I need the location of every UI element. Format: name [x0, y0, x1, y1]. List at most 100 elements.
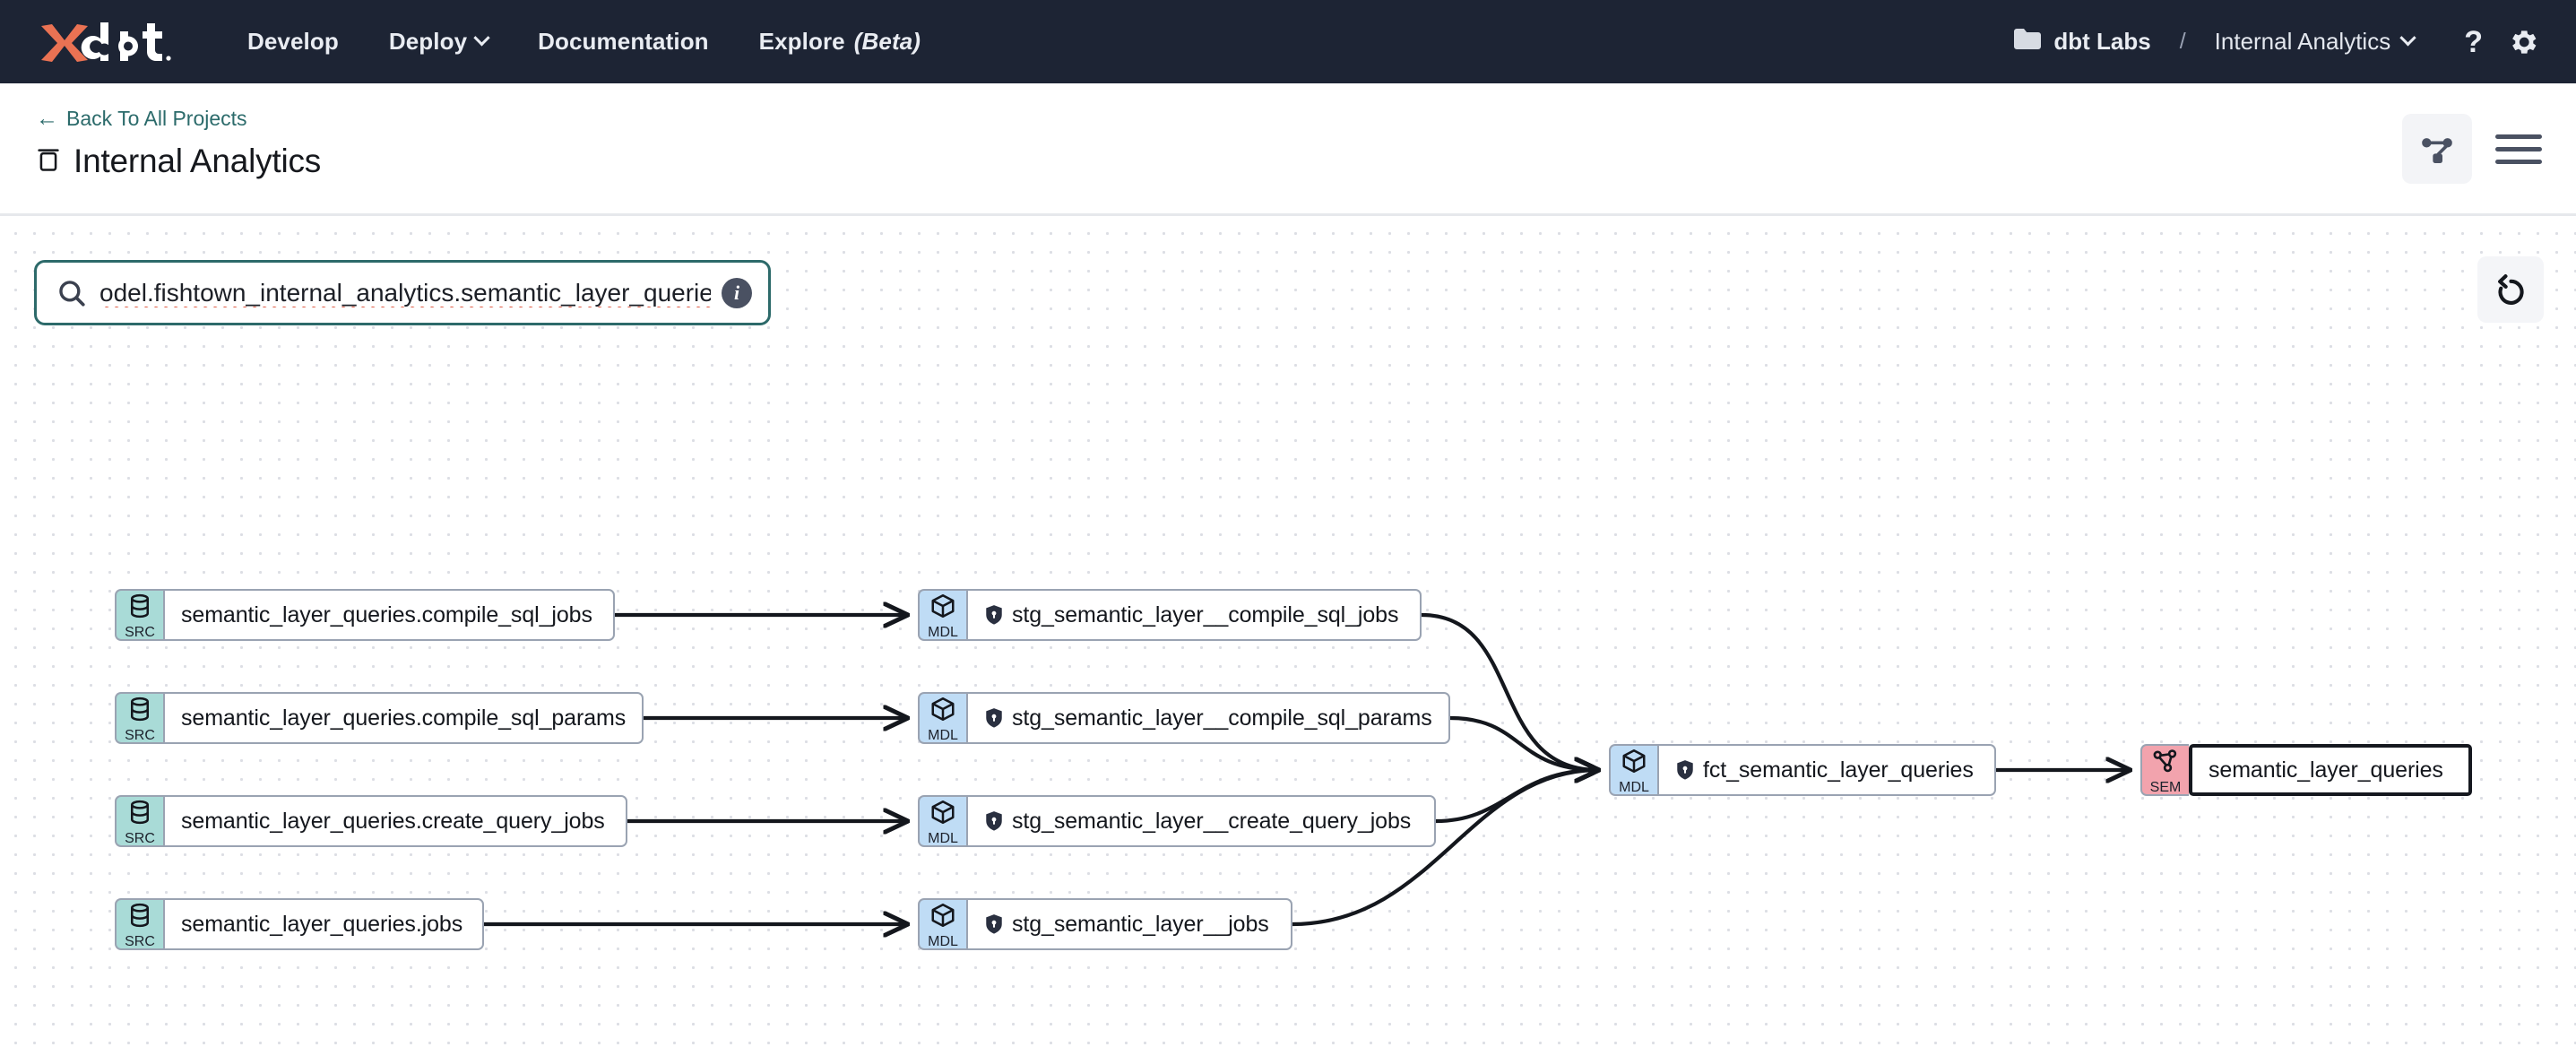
node-type-badge-src: SRC: [115, 898, 163, 950]
cube-icon: [929, 799, 956, 830]
database-cylinder-icon: [126, 696, 153, 727]
lineage-node-src2[interactable]: SRC semantic_layer_queries.compile_sql_pa…: [115, 692, 644, 744]
nav-link-develop[interactable]: Develop: [247, 28, 339, 56]
chevron-down-icon: [473, 30, 490, 47]
nav-link-explore-beta: (Beta): [853, 28, 921, 55]
primary-nav: Develop Deploy Documentation Explore (Be…: [247, 28, 921, 56]
node-label: fct_semantic_layer_queries: [1703, 757, 1974, 783]
gear-icon[interactable]: [2506, 25, 2540, 59]
node-type-badge-mdl: MDL: [918, 589, 966, 641]
lineage-node-mdl2[interactable]: MDL stg_semantic_layer__compile_sql_param…: [918, 692, 1450, 744]
node-type-badge-mdl: MDL: [918, 898, 966, 950]
node-body[interactable]: stg_semantic_layer__compile_sql_params: [966, 692, 1450, 744]
cube-icon: [1621, 748, 1647, 779]
node-label: stg_semantic_layer__compile_sql_jobs: [1012, 601, 1399, 627]
cube-icon: [929, 902, 956, 933]
cube-icon: [929, 593, 956, 624]
menu-bar: [2495, 134, 2542, 139]
arrow-left-icon: ←: [36, 106, 58, 131]
node-body[interactable]: fct_semantic_layer_queries: [1657, 744, 1996, 796]
hamburger-menu-icon[interactable]: [2495, 114, 2546, 184]
back-to-all-projects-link[interactable]: ← Back To All Projects: [36, 107, 247, 131]
node-type-label: MDL: [928, 728, 958, 743]
node-type-label: MDL: [928, 831, 958, 846]
node-body[interactable]: semantic_layer_queries.create_query_jobs: [163, 795, 627, 847]
node-type-badge-src: SRC: [115, 589, 163, 641]
nav-right-group: dbt Labs / Internal Analytics ?: [2013, 25, 2540, 59]
database-cylinder-icon: [126, 902, 153, 933]
node-type-badge-mdl: MDL: [918, 795, 966, 847]
lineage-node-mdl3[interactable]: MDL stg_semantic_layer__create_query_jobs: [918, 795, 1436, 847]
nav-link-documentation-label: Documentation: [538, 28, 709, 55]
node-label: semantic_layer_queries.compile_sql_param…: [181, 705, 627, 731]
dbt-logo-icon[interactable]: [38, 21, 192, 64]
header-actions: [2402, 114, 2546, 184]
reset-view-button[interactable]: [2477, 256, 2544, 323]
search-input-value[interactable]: odel.fishtown_internal_analytics.semanti…: [99, 278, 711, 307]
node-body[interactable]: semantic_layer_queries.jobs: [163, 898, 484, 950]
node-body[interactable]: stg_semantic_layer__compile_sql_jobs: [966, 589, 1422, 641]
folder-icon: [2013, 28, 2042, 56]
lineage-node-fct[interactable]: MDL fct_semantic_layer_queries: [1609, 744, 1996, 796]
node-label: stg_semantic_layer__compile_sql_params: [1012, 705, 1432, 731]
org-name: dbt Labs: [2053, 28, 2151, 55]
lineage-edges: [484, 219, 2576, 1047]
node-type-label: SRC: [125, 831, 155, 846]
project-name: Internal Analytics: [2214, 28, 2391, 55]
breadcrumb-separator: /: [2179, 29, 2186, 54]
node-type-label: SRC: [125, 728, 155, 743]
page-header: ← Back To All Projects Internal Analytic…: [0, 83, 2576, 216]
node-body[interactable]: stg_semantic_layer__create_query_jobs: [966, 795, 1436, 847]
shield-lock-icon: [984, 604, 1004, 626]
project-selector[interactable]: Internal Analytics: [2214, 28, 2416, 56]
lineage-node-src3[interactable]: SRC semantic_layer_queries.create_query_j…: [115, 795, 627, 847]
node-body[interactable]: semantic_layer_queries: [2189, 744, 2472, 796]
lineage-node-mdl1[interactable]: MDL stg_semantic_layer__compile_sql_jobs: [918, 589, 1422, 641]
nav-link-deploy[interactable]: Deploy: [388, 28, 490, 56]
shield-lock-icon: [984, 707, 1004, 729]
back-to-all-projects-label: Back To All Projects: [66, 107, 247, 130]
node-body[interactable]: stg_semantic_layer__jobs: [966, 898, 1292, 950]
lineage-node-src4[interactable]: SRC semantic_layer_queries.jobs: [115, 898, 484, 950]
lineage-canvas[interactable]: odel.fishtown_internal_analytics.semanti…: [0, 219, 2576, 1047]
shield-lock-icon: [1675, 759, 1695, 781]
node-type-label: MDL: [1619, 780, 1649, 795]
node-type-badge-src: SRC: [115, 795, 163, 847]
chevron-down-icon: [2399, 30, 2416, 47]
nav-link-develop-label: Develop: [247, 28, 339, 55]
node-type-label: MDL: [928, 625, 958, 640]
search-input[interactable]: odel.fishtown_internal_analytics.semanti…: [34, 260, 771, 325]
menu-bar: [2495, 146, 2542, 151]
node-label: semantic_layer_queries.jobs: [181, 911, 463, 937]
node-label: stg_semantic_layer__jobs: [1012, 911, 1269, 937]
node-type-label: SEM: [2149, 780, 2182, 795]
node-body[interactable]: semantic_layer_queries.compile_sql_param…: [163, 692, 644, 744]
org-breadcrumb[interactable]: dbt Labs: [2013, 28, 2151, 56]
nav-link-deploy-label: Deploy: [388, 28, 468, 55]
search-icon: [56, 278, 87, 308]
lineage-graph-icon[interactable]: [2402, 114, 2472, 184]
database-cylinder-icon: [126, 799, 153, 830]
node-type-badge-sem: SEM: [2140, 744, 2189, 796]
cube-icon: [929, 696, 956, 727]
database-icon: [36, 146, 61, 177]
node-label: semantic_layer_queries.create_query_jobs: [181, 808, 605, 834]
lineage-node-mdl4[interactable]: MDL stg_semantic_layer__jobs: [918, 898, 1292, 950]
node-type-badge-mdl: MDL: [1609, 744, 1657, 796]
top-navbar: Develop Deploy Documentation Explore (Be…: [0, 0, 2576, 83]
nav-link-explore-label: Explore: [758, 28, 845, 55]
help-button[interactable]: ?: [2464, 24, 2483, 59]
nav-link-explore[interactable]: Explore (Beta): [759, 28, 921, 56]
semantic-graph-icon: [2152, 748, 2179, 779]
node-label: stg_semantic_layer__create_query_jobs: [1012, 808, 1412, 834]
nav-link-documentation[interactable]: Documentation: [538, 28, 709, 56]
node-body[interactable]: semantic_layer_queries.compile_sql_jobs: [163, 589, 615, 641]
shield-lock-icon: [984, 913, 1004, 935]
page-title-row: Internal Analytics: [36, 143, 321, 180]
node-type-label: SRC: [125, 934, 155, 949]
node-type-label: MDL: [928, 934, 958, 949]
info-icon[interactable]: i: [722, 277, 752, 308]
lineage-node-sem[interactable]: SEM semantic_layer_queries: [2140, 744, 2472, 796]
shield-lock-icon: [984, 810, 1004, 832]
